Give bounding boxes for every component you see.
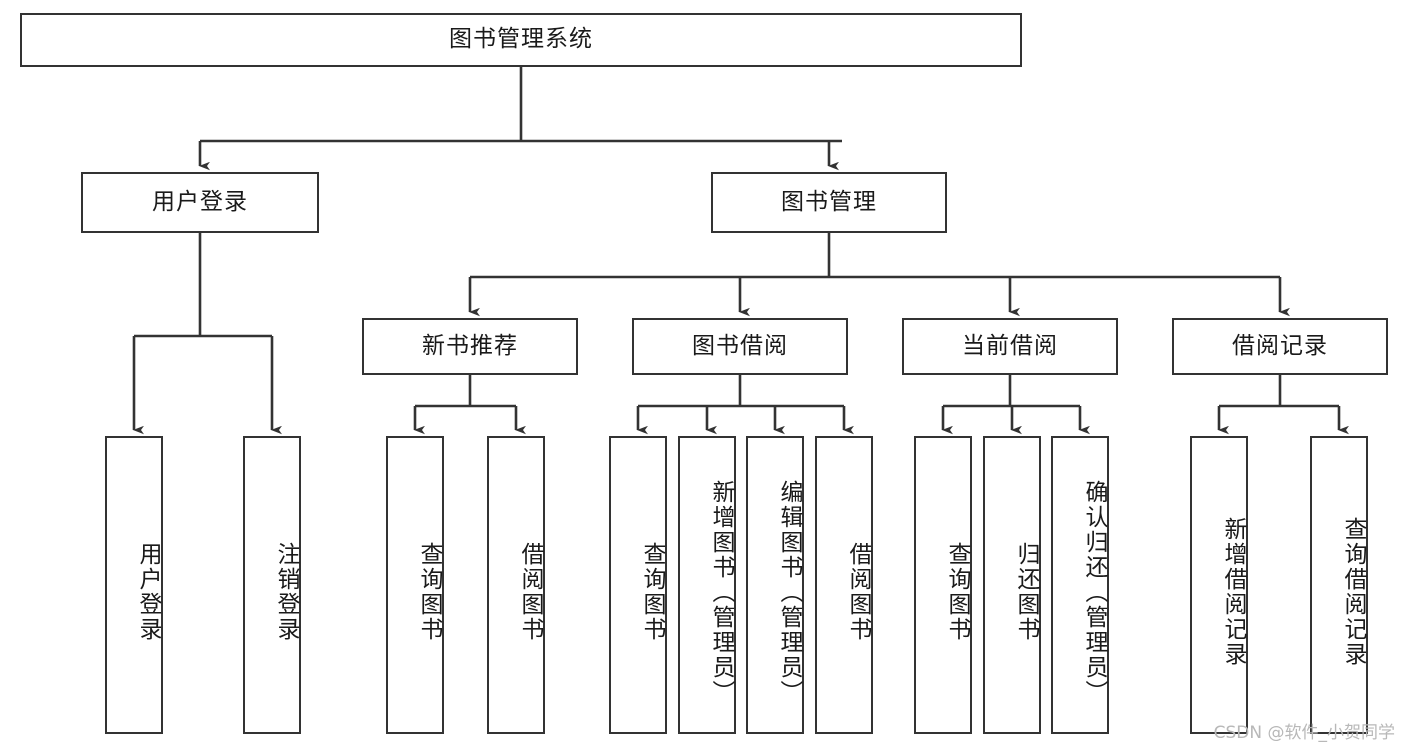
- node-leaf-add-book-admin[interactable]: 新增图书（管理员）: [678, 436, 736, 734]
- node-label: 归还图书: [1013, 542, 1039, 642]
- edge-record-to-leaves: [1217, 375, 1349, 435]
- node-label: 查询图书: [944, 542, 970, 642]
- node-label: 查询借阅记录: [1340, 517, 1366, 667]
- node-leaf-query-book-borrow[interactable]: 查询图书: [609, 436, 667, 734]
- edge-borrow-to-leaves: [636, 375, 854, 435]
- node-leaf-edit-book-admin[interactable]: 编辑图书（管理员）: [746, 436, 804, 734]
- node-leaf-query-book-current[interactable]: 查询图书: [914, 436, 972, 734]
- node-level3-new-book-recommend[interactable]: 新书推荐: [362, 318, 578, 375]
- node-leaf-borrow-book[interactable]: 借阅图书: [815, 436, 873, 734]
- node-root[interactable]: 图书管理系统: [20, 13, 1022, 67]
- node-label: 编辑图书（管理员）: [776, 479, 802, 705]
- node-label: 当前借阅: [962, 332, 1058, 359]
- node-label: 新书推荐: [422, 332, 518, 359]
- node-leaf-return-book[interactable]: 归还图书: [983, 436, 1041, 734]
- node-label: 注销登录: [273, 542, 299, 642]
- node-level3-current-borrow[interactable]: 当前借阅: [902, 318, 1118, 375]
- node-level3-borrow-record[interactable]: 借阅记录: [1172, 318, 1388, 375]
- node-leaf-add-borrow-record[interactable]: 新增借阅记录: [1190, 436, 1248, 734]
- node-label: 借阅记录: [1232, 332, 1328, 359]
- node-label: 借阅图书: [517, 542, 543, 642]
- node-leaf-query-book-newbook[interactable]: 查询图书: [386, 436, 444, 734]
- node-label: 图书管理: [781, 188, 877, 215]
- node-label: 确认归还（管理员）: [1081, 479, 1107, 705]
- edge-current-to-leaves: [941, 375, 1090, 435]
- node-label: 查询图书: [416, 542, 442, 642]
- edge-newbook-to-leaves: [413, 375, 526, 435]
- node-label: 图书管理系统: [449, 26, 593, 53]
- node-label: 用户登录: [135, 542, 161, 642]
- node-level2-user-login[interactable]: 用户登录: [81, 172, 319, 233]
- node-leaf-logout[interactable]: 注销登录: [243, 436, 301, 734]
- node-label: 借阅图书: [845, 542, 871, 642]
- node-label: 查询图书: [639, 542, 665, 642]
- node-label: 用户登录: [152, 188, 248, 215]
- node-level2-book-management[interactable]: 图书管理: [711, 172, 947, 233]
- node-label: 图书借阅: [692, 332, 788, 359]
- node-label: 新增图书（管理员）: [708, 479, 734, 705]
- edge-root-to-level2: [198, 67, 842, 171]
- node-label: 新增借阅记录: [1220, 517, 1246, 667]
- node-leaf-borrow-book-newbook[interactable]: 借阅图书: [487, 436, 545, 734]
- node-leaf-user-login[interactable]: 用户登录: [105, 436, 163, 734]
- node-leaf-confirm-return-admin[interactable]: 确认归还（管理员）: [1051, 436, 1109, 734]
- node-level3-book-borrow[interactable]: 图书借阅: [632, 318, 848, 375]
- watermark-text: CSDN @软件_小贺同学: [1213, 723, 1395, 743]
- edge-login-to-leaves: [132, 233, 282, 435]
- edge-bookmgmt-to-level3: [468, 233, 1290, 317]
- node-leaf-query-borrow-record[interactable]: 查询借阅记录: [1310, 436, 1368, 734]
